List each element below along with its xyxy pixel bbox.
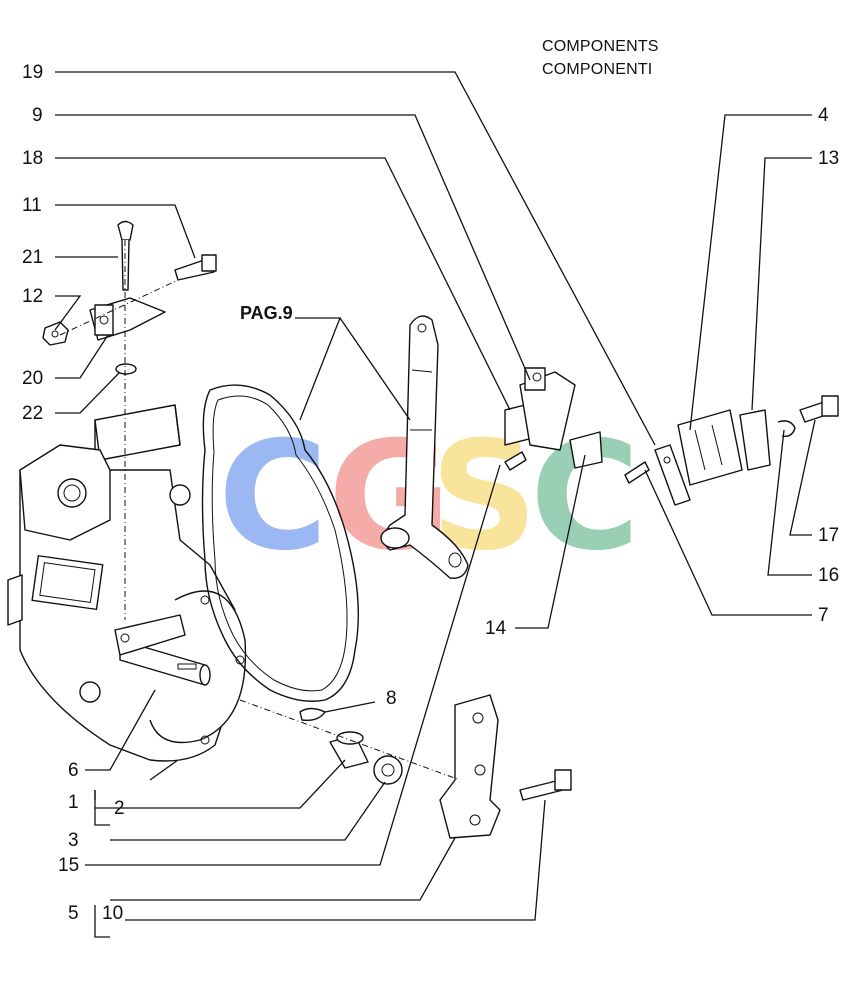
right-plate-stack [654,395,839,506]
callout-14: 14 [485,618,507,639]
linkage-parts [504,367,650,484]
callout-20: 20 [22,368,43,389]
bracket-assembly [42,220,217,620]
callout-8: 8 [386,688,397,709]
header-componenti: COMPONENTI [542,61,653,78]
callout-15: 15 [58,855,79,876]
callout-21: 21 [22,247,43,268]
callout-22: 22 [22,403,43,424]
callout-11: 11 [22,195,42,216]
callout-17: 17 [818,525,839,546]
callout-12: 12 [22,286,43,307]
callout-1: 1 [68,792,79,813]
callout-19: 19 [22,62,43,83]
callout-7: 7 [818,605,829,626]
watermark-letter-c1: C [218,410,328,584]
callout-4: 4 [818,105,829,126]
callout-2: 2 [114,798,125,819]
callout-9: 9 [32,105,43,126]
lower-parts [239,694,572,839]
callout-13: 13 [818,148,839,169]
ref-label-pag9: PAG.9 [240,303,293,323]
callout-16: 16 [818,565,839,586]
callout-3: 3 [68,830,79,851]
callout-6: 6 [68,760,79,781]
lever-arm [380,315,469,579]
leader-lines [54,71,816,938]
callout-18: 18 [22,148,43,169]
callout-numbers: 19 9 18 11 21 12 20 22 4 13 17 16 7 14 8… [22,62,839,924]
gasket [201,384,360,702]
pump-housing [7,404,247,762]
header-components: COMPONENTS [542,38,659,55]
callout-10: 10 [102,903,123,924]
callout-5: 5 [68,903,79,924]
